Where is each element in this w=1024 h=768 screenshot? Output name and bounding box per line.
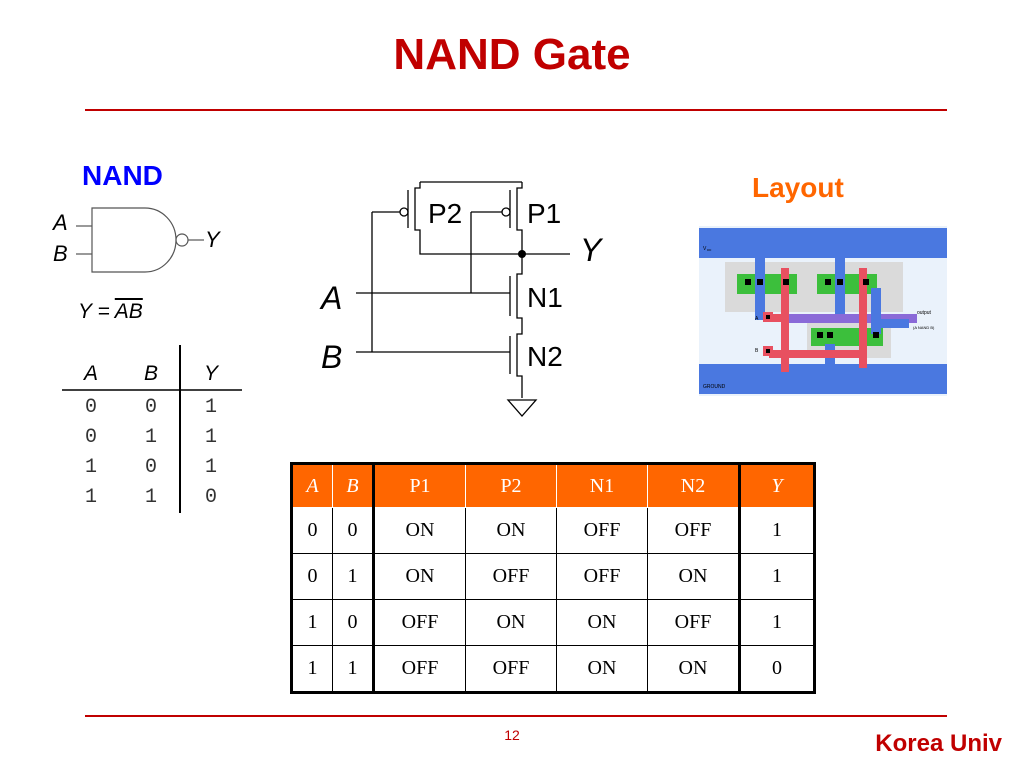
gate-input-a: A: [53, 210, 68, 235]
table-cell: ON: [465, 507, 557, 554]
title-divider: [85, 109, 947, 111]
nand-equation: Y = AB: [78, 300, 143, 324]
tt-header-a: A: [83, 362, 98, 385]
table-cell: 1: [332, 645, 375, 693]
table-row: 1 0 OFF ON ON OFF 1: [291, 599, 815, 646]
table-cell: 0: [291, 553, 333, 600]
table-cell: 1: [291, 645, 333, 693]
layout-vdd: V: [703, 246, 707, 252]
tt-cell: 0: [84, 396, 97, 419]
tt-header-y: Y: [203, 362, 218, 385]
nand-label: NAND: [82, 160, 163, 191]
tt-cell: 1: [144, 486, 157, 509]
table-cell: 0: [739, 645, 815, 693]
table-cell: 1: [739, 553, 815, 600]
table-cell: ON: [373, 553, 466, 600]
tt-cell: 1: [84, 486, 97, 509]
layout-diagram: V DD output (A NAND B) A B GROUND: [699, 226, 947, 396]
footer-organization: Korea Univ: [875, 730, 1002, 757]
truth-table-header-rule: [62, 389, 242, 391]
label-p2: P2: [428, 198, 463, 229]
tt-cell: 0: [144, 456, 157, 479]
col-header-p1: P1: [373, 463, 466, 508]
label-p1: P1: [527, 198, 562, 229]
tt-cell: 0: [144, 396, 157, 419]
tt-cell: 1: [84, 456, 97, 479]
gate-input-b: B: [53, 241, 68, 266]
table-cell: OFF: [556, 507, 648, 554]
gate-output-y: Y: [205, 227, 220, 252]
tt-cell: 0: [204, 486, 217, 509]
table-cell: ON: [647, 645, 741, 693]
col-header-p2: P2: [465, 463, 557, 508]
layout-label: Layout: [752, 172, 844, 203]
table-cell: 1: [332, 553, 375, 600]
table-row: 1 1 OFF OFF ON ON 0: [291, 645, 815, 693]
col-header-a: A: [291, 463, 333, 508]
label-y: Y: [580, 232, 602, 268]
layout-input-a: A: [755, 316, 759, 322]
table-cell: OFF: [373, 599, 466, 646]
table-cell: 0: [291, 507, 333, 554]
layout-art: V DD output (A NAND B) A B GROUND: [699, 226, 947, 396]
equation-lhs: Y =: [78, 300, 115, 323]
table-cell: 0: [332, 507, 375, 554]
page-number: 12: [504, 727, 520, 743]
layout-expr: (A NAND B): [913, 325, 935, 330]
label-n2: N2: [527, 341, 563, 372]
table-cell: OFF: [465, 553, 557, 600]
label-n1: N1: [527, 282, 563, 313]
truth-table-divider: [179, 345, 181, 513]
table-cell: OFF: [647, 599, 741, 646]
col-header-b: B: [332, 463, 375, 508]
table-cell: OFF: [373, 645, 466, 693]
table-cell: 1: [291, 599, 333, 646]
equation-rhs: AB: [114, 300, 143, 323]
table-cell: ON: [556, 599, 648, 646]
table-cell: 1: [739, 599, 815, 646]
layout-input-b: B: [755, 348, 759, 354]
layout-vdd-sub: DD: [707, 248, 712, 252]
footer-divider: [85, 715, 947, 717]
col-header-n2: N2: [647, 463, 741, 508]
table-cell: ON: [465, 599, 557, 646]
table-row: 0 1 ON OFF OFF ON 1: [291, 553, 815, 600]
tt-cell: 1: [144, 426, 157, 449]
label-a: A: [321, 280, 343, 316]
tt-cell: 0: [84, 426, 97, 449]
table-cell: ON: [373, 507, 466, 554]
table-cell: OFF: [647, 507, 741, 554]
tt-header-b: B: [143, 362, 158, 385]
cmos-schematic: [356, 181, 570, 417]
table-header-row: A B P1 P2 N1 N2 Y: [291, 463, 815, 508]
table-cell: 0: [332, 599, 375, 646]
col-header-n1: N1: [556, 463, 648, 508]
layout-output-label: output: [917, 310, 932, 316]
col-header-y: Y: [739, 463, 815, 508]
table-row: 0 0 ON ON OFF OFF 1: [291, 507, 815, 554]
table-cell: OFF: [465, 645, 557, 693]
tt-cell: 1: [204, 396, 217, 419]
transistor-state-table: A B P1 P2 N1 N2 Y 0 0 ON ON OFF OFF 1 0 …: [290, 462, 816, 694]
slide-title: NAND Gate: [393, 30, 631, 79]
table-cell: ON: [556, 645, 648, 693]
table-cell: OFF: [556, 553, 648, 600]
layout-ground: GROUND: [703, 384, 726, 390]
table-cell: ON: [647, 553, 741, 600]
label-b: B: [321, 339, 343, 375]
table-cell: 1: [739, 507, 815, 554]
tt-cell: 1: [204, 456, 217, 479]
nand-gate-symbol: [76, 207, 204, 273]
tt-cell: 1: [204, 426, 217, 449]
